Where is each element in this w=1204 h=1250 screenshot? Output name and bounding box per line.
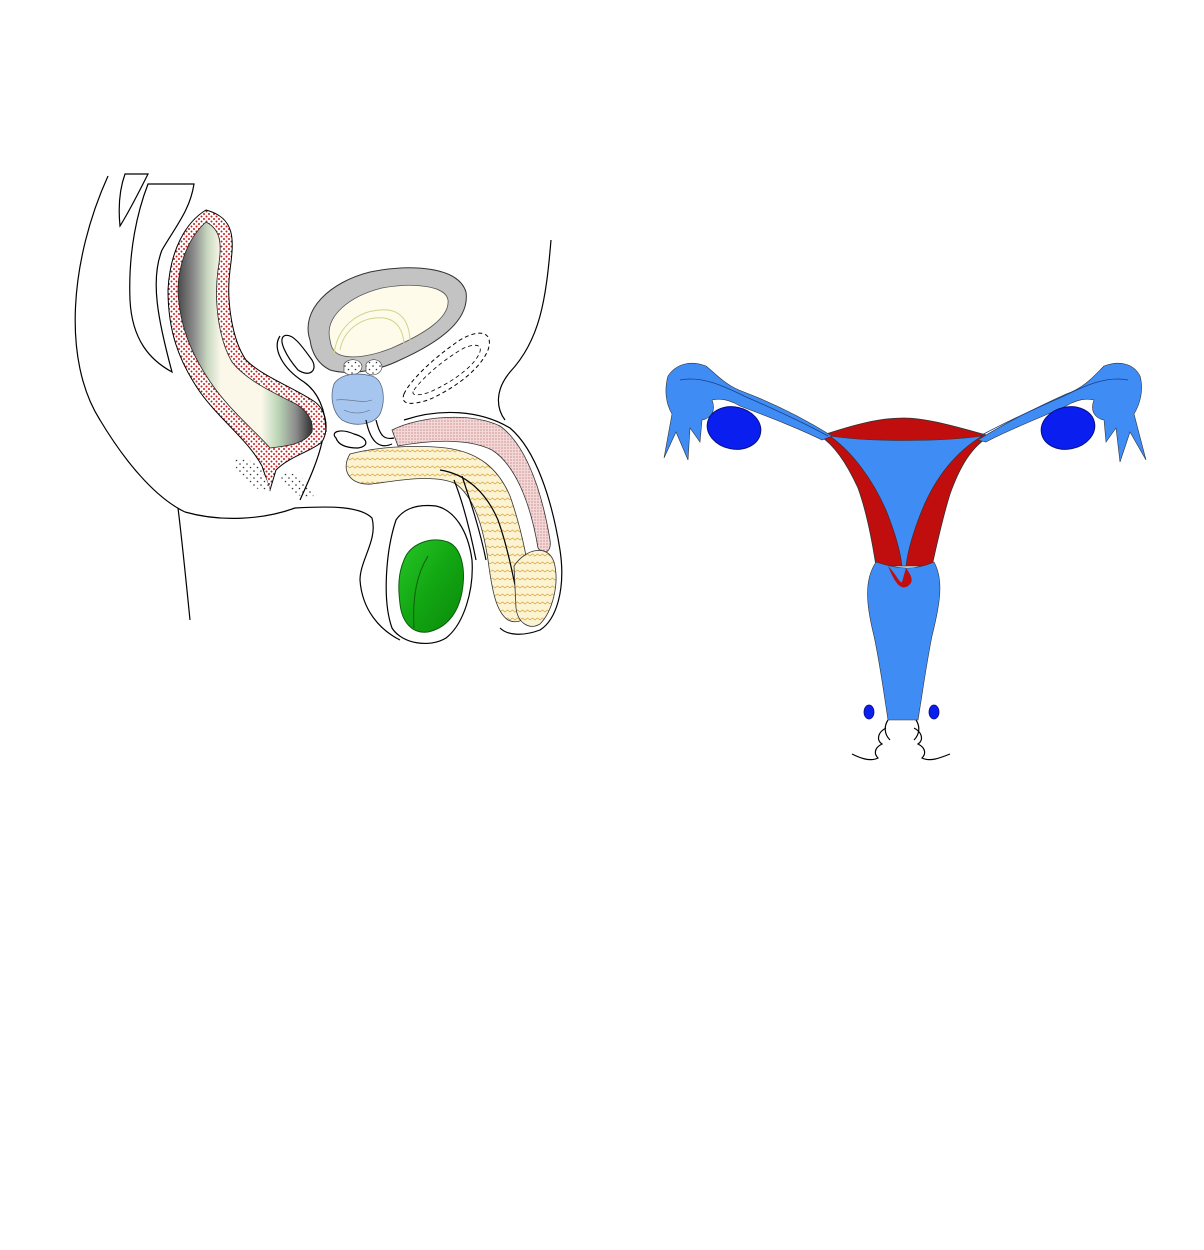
urethra bbox=[365, 419, 395, 447]
prostate-detail bbox=[335, 399, 373, 414]
perineum-line bbox=[299, 441, 323, 501]
peritoneal-fold bbox=[276, 335, 327, 433]
pubic-symphysis-inner bbox=[412, 344, 481, 396]
corpus-cavernosum bbox=[345, 445, 533, 623]
bartholin-gland-left bbox=[863, 704, 875, 720]
cervix-red-lip bbox=[888, 566, 912, 588]
bartholin-gland-right bbox=[928, 704, 940, 720]
anal-canal-dots-left bbox=[232, 457, 270, 491]
cervix-vagina bbox=[867, 561, 941, 721]
male-pelvis-illustration bbox=[74, 173, 563, 645]
bladder-interior bbox=[328, 284, 449, 358]
fallopian-tube-right bbox=[977, 363, 1147, 463]
buttock-outline bbox=[184, 506, 401, 641]
ovary-left bbox=[706, 406, 762, 450]
female-reproductive-illustration bbox=[663, 363, 1147, 761]
fimbria-curl-right bbox=[1087, 385, 1107, 413]
anal-canal-dots-right bbox=[280, 473, 314, 498]
abdomen-outline bbox=[497, 239, 552, 421]
spermatic-cord bbox=[453, 475, 487, 561]
epididymis bbox=[413, 555, 429, 629]
ureter-arc-1 bbox=[339, 317, 405, 351]
labia-inner bbox=[884, 719, 920, 741]
bulb bbox=[333, 430, 367, 449]
fallopian-tube-left bbox=[663, 363, 833, 461]
scrotum bbox=[385, 504, 473, 645]
tube-lumen-line-right bbox=[979, 378, 1129, 437]
seminal-vesicle bbox=[281, 334, 315, 374]
testis bbox=[398, 539, 464, 633]
ureter-arc-2 bbox=[333, 309, 411, 355]
back-outline bbox=[74, 175, 186, 513]
labia-left bbox=[851, 727, 887, 761]
penis-outline bbox=[403, 411, 563, 635]
tube-lumen-line-left bbox=[679, 378, 829, 437]
fimbria-curl-left bbox=[699, 385, 719, 413]
ovary-right bbox=[1040, 406, 1096, 450]
uterine-cavity bbox=[829, 435, 983, 567]
thigh-outline bbox=[177, 507, 191, 621]
rectal-lumen bbox=[177, 221, 313, 449]
labia-right bbox=[913, 727, 951, 761]
sacrum bbox=[118, 173, 149, 228]
coccyx bbox=[129, 183, 195, 374]
corpus-spongiosum bbox=[391, 416, 551, 553]
glans bbox=[513, 550, 557, 627]
prostate bbox=[331, 373, 384, 425]
pubic-symphysis bbox=[402, 332, 490, 404]
vas-deferens-dots bbox=[343, 359, 383, 376]
